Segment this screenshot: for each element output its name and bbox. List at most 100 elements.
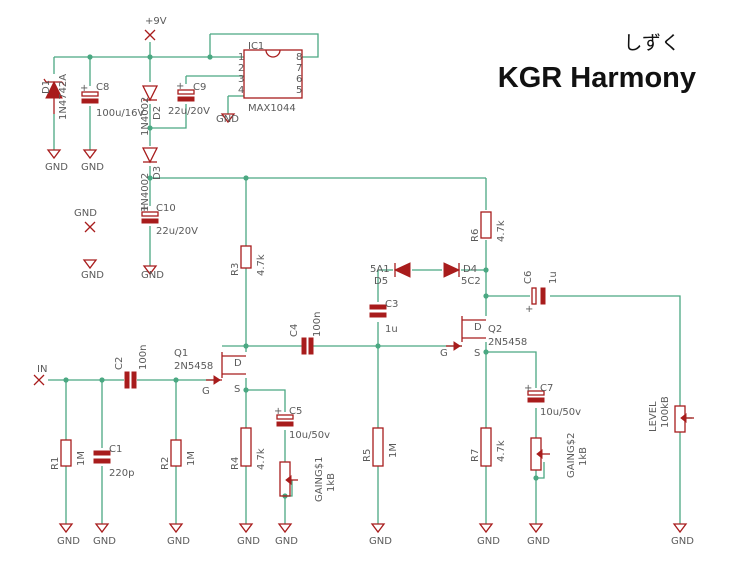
- q1-part: 2N5458: [174, 361, 213, 372]
- svg-text:GND: GND: [141, 270, 164, 281]
- c7-value: 10u/50v: [540, 407, 581, 418]
- svg-text:GND: GND: [275, 536, 298, 547]
- gain2-label: GAING$2: [566, 433, 577, 479]
- gnd-float-label: GND: [74, 208, 97, 219]
- gnd-r2: GND: [167, 523, 190, 547]
- gnd-d1: GND: [45, 149, 68, 173]
- c6-plus: +: [525, 304, 533, 315]
- c5-label: C5: [289, 406, 302, 417]
- c5-value: 10u/50v: [289, 430, 330, 441]
- r5-value: 1M: [388, 443, 399, 458]
- svg-text:GND: GND: [216, 114, 239, 125]
- d4-part: 5C2: [461, 276, 481, 287]
- ic1-part: MAX1044: [248, 103, 296, 114]
- r5-resistor: R5 1M: [362, 427, 399, 467]
- ic1-pin-4: 4: [238, 85, 244, 96]
- d1-value: 1N4742A: [58, 74, 69, 120]
- q2-pin-s: S: [474, 348, 480, 359]
- gnd-c8: GND: [81, 149, 104, 173]
- c10-value: 22u/20V: [156, 226, 198, 237]
- c3-label: C3: [385, 299, 398, 310]
- q1-pin-g: G: [202, 386, 210, 397]
- ic1-pin-5: 5: [296, 85, 302, 96]
- c10-label: C10: [156, 203, 176, 214]
- c8-capacitor: + C8 100u/16V: [80, 82, 145, 119]
- vcc-symbol: +9V: [144, 16, 167, 41]
- d4-diode: D4 5C2: [443, 262, 481, 287]
- vcc-label: +9V: [145, 16, 167, 27]
- q1-pin-s: S: [234, 384, 240, 395]
- c9-capacitor: + C9 22u/20V: [168, 81, 210, 117]
- c8-plus: +: [80, 83, 88, 94]
- d4-label: D4: [463, 264, 477, 275]
- c1-capacitor: C1 220p: [93, 444, 134, 479]
- r2-label: R2: [160, 457, 171, 470]
- d5-label: D5: [374, 276, 388, 287]
- c8-value: 100u/16V: [96, 108, 145, 119]
- svg-text:GND: GND: [57, 536, 80, 547]
- c8-label: C8: [96, 82, 109, 93]
- r7-resistor: R7 4.7k: [470, 427, 507, 467]
- c3-capacitor: C3 1u: [369, 299, 398, 335]
- ic1-pin-7: 7: [296, 63, 302, 74]
- q2-jfet: Q2 2N5458 D S G: [440, 316, 527, 359]
- q2-pin-d: D: [474, 322, 482, 333]
- svg-text:GND: GND: [81, 162, 104, 173]
- c4-label: C4: [289, 324, 300, 337]
- gnd-gain1: GND: [275, 523, 298, 547]
- gain1-value: 1kB: [326, 473, 337, 492]
- svg-text:GND: GND: [671, 536, 694, 547]
- ic1-pin-3: 3: [238, 74, 244, 85]
- svg-text:GND: GND: [93, 536, 116, 547]
- c4-value: 100n: [312, 312, 323, 337]
- c6-value: 1u: [548, 271, 559, 284]
- ic1-pin-2: 2: [238, 63, 244, 74]
- in-label: IN: [37, 364, 47, 375]
- r6-resistor: R6 4.7k: [470, 211, 507, 242]
- gain2-potentiometer: GAING$2 1kB: [530, 433, 589, 479]
- d5-part: 5A1: [370, 264, 390, 275]
- gain1-label: GAING$1: [314, 457, 325, 503]
- r1-resistor: R1 1M: [50, 439, 87, 470]
- r2-resistor: R2 1M: [160, 439, 197, 470]
- r1-label: R1: [50, 457, 61, 470]
- level-label: LEVEL: [648, 401, 659, 432]
- q1-label: Q1: [174, 348, 188, 359]
- gnd-r7: GND: [477, 523, 500, 547]
- gnd-gain2: GND: [527, 523, 550, 547]
- c7-capacitor: + C7 10u/50v: [524, 383, 581, 418]
- d3-value: 1N4002: [140, 173, 151, 212]
- ic1-label: IC1: [248, 41, 264, 52]
- c4-capacitor: C4 100n: [289, 312, 323, 355]
- svg-text:GND: GND: [369, 536, 392, 547]
- c6-capacitor: + C6 1u: [523, 271, 559, 315]
- svg-text:GND: GND: [81, 270, 104, 281]
- gnd-r5: GND: [369, 523, 392, 547]
- svg-text:GND: GND: [45, 162, 68, 173]
- q2-pin-g: G: [440, 348, 448, 359]
- gain2-value: 1kB: [578, 447, 589, 466]
- gnd-r1: GND: [57, 523, 80, 547]
- r5-label: R5: [362, 449, 373, 462]
- level-value: 100kB: [660, 396, 671, 428]
- r7-value: 4.7k: [496, 440, 507, 462]
- d2-diode: D2 1N4002: [140, 85, 163, 136]
- svg-text:GND: GND: [477, 536, 500, 547]
- schematic-title: KGR Harmony: [497, 62, 696, 94]
- r4-resistor: R4 4.7k: [230, 427, 267, 470]
- gnd-r4: GND: [237, 523, 260, 547]
- input-terminal: IN: [33, 364, 47, 386]
- c3-value: 1u: [385, 324, 398, 335]
- ic1: IC1 MAX1044 1 2 3 4 8 7 6 5: [238, 41, 303, 114]
- c2-capacitor: C2 100n: [114, 345, 149, 389]
- gnd-ic: GND: [216, 113, 239, 125]
- d1-label: D1: [41, 80, 52, 94]
- ic1-pin-1: 1: [238, 52, 244, 63]
- d5-diode: 5A1 D5: [370, 262, 411, 287]
- gain1-potentiometer: GAING$1 1kB: [279, 457, 337, 503]
- gnd-cross-marker: GND: [74, 208, 97, 233]
- r4-value: 4.7k: [256, 448, 267, 470]
- c7-label: C7: [540, 383, 553, 394]
- d2-label: D2: [152, 106, 163, 120]
